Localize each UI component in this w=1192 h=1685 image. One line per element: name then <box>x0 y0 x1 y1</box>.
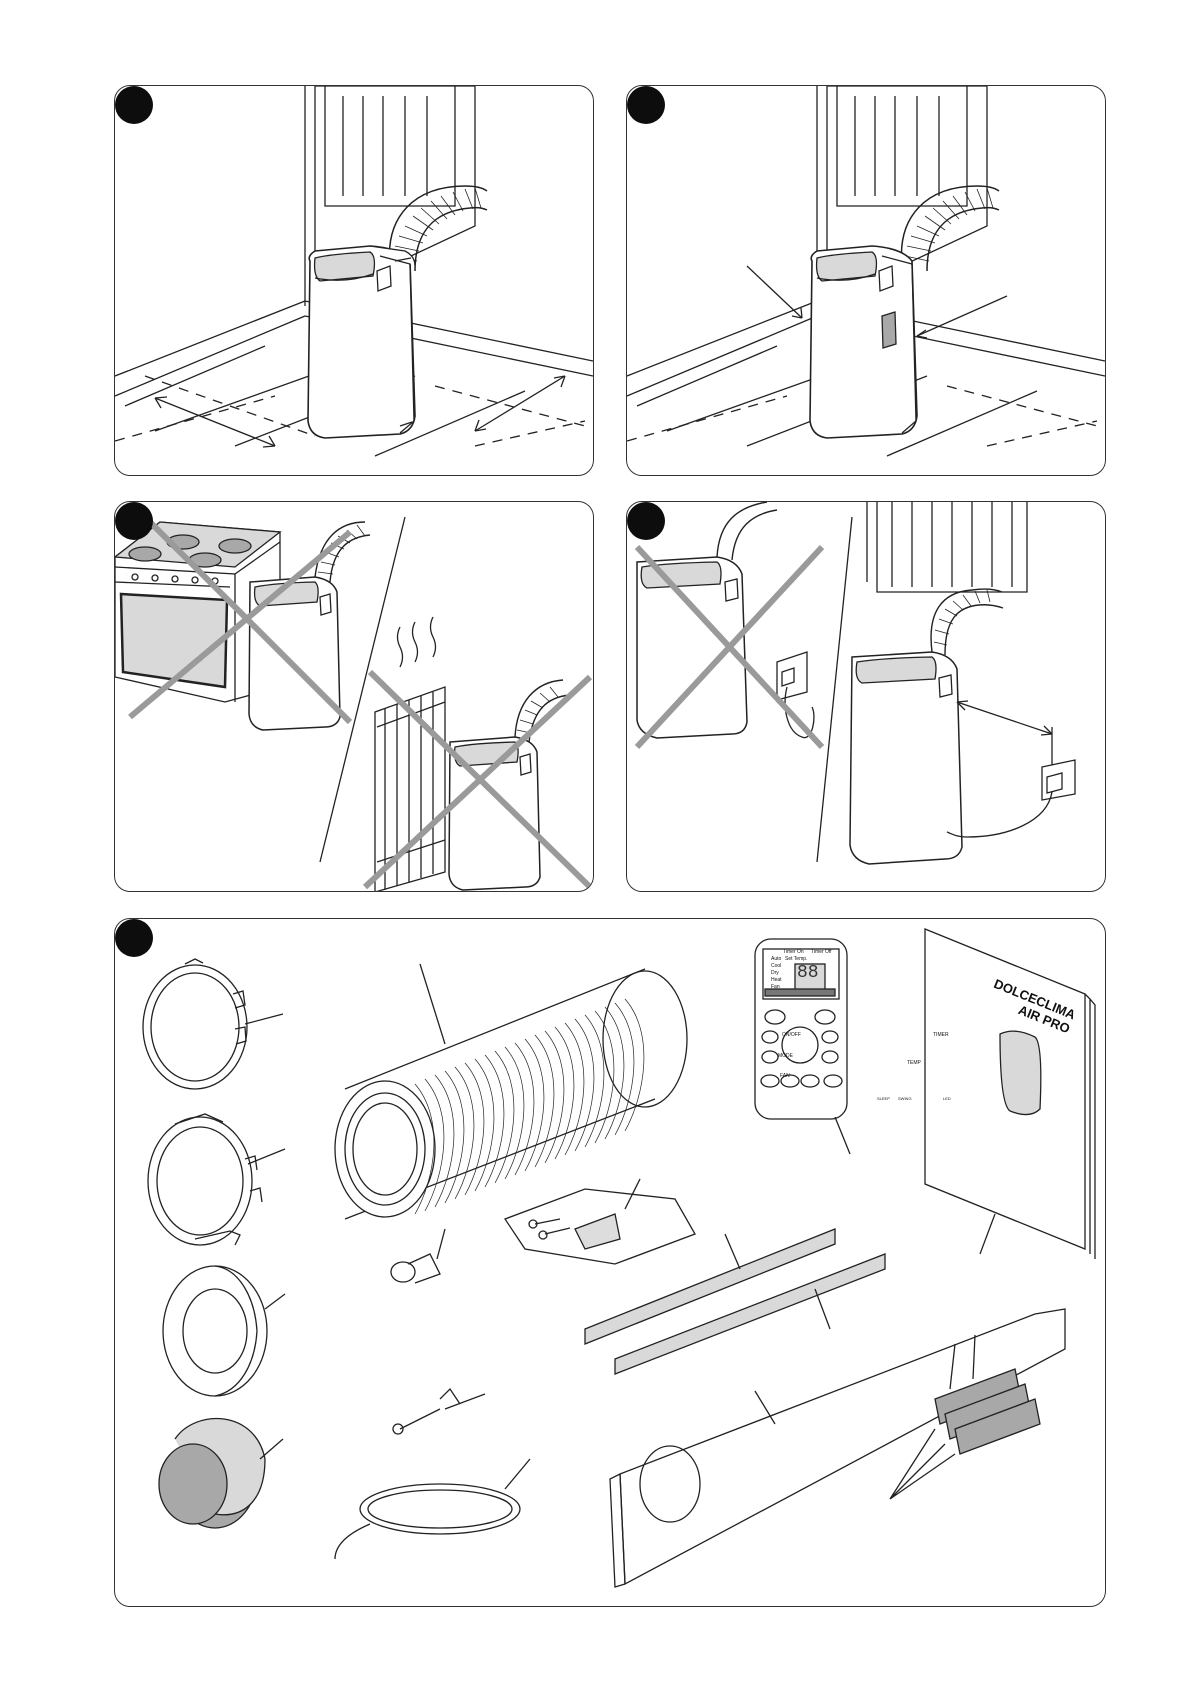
remote-cool-label: Cool <box>771 963 781 969</box>
screw-bag <box>505 1189 695 1264</box>
figure-panel-2 <box>626 85 1106 476</box>
step-number-badge <box>115 502 153 540</box>
remote-swing-button[interactable]: SWING <box>898 1096 912 1101</box>
accessories-drawing <box>115 919 1105 1606</box>
figure-panel-3 <box>114 501 594 892</box>
remote-timer-off-label: Timer Off <box>811 949 832 955</box>
power-socket-distance-drawing <box>627 502 1105 891</box>
step-number-badge <box>115 919 153 957</box>
remote-fan-button[interactable]: FAN <box>780 1073 790 1079</box>
exhaust-hose <box>335 969 687 1219</box>
step-number-badge <box>627 86 665 124</box>
remote-auto-label: Auto <box>771 956 781 962</box>
window-kit-panel <box>610 1309 1065 1587</box>
remote-temp-button[interactable]: TEMP <box>907 1060 921 1066</box>
remote-set-temp-label: Set Temp. <box>785 956 807 962</box>
hose-flange <box>163 1266 267 1396</box>
remote-on-off-button[interactable]: ON/OFF <box>782 1032 801 1038</box>
step-number-badge <box>115 86 153 124</box>
air-conditioner-label-drawing <box>627 86 1105 475</box>
drain-tube <box>335 1484 520 1559</box>
remote-display: Timer On Timer Off Auto Set Temp. Cool D… <box>765 947 845 1017</box>
remote-fan-label: Fan <box>771 984 780 990</box>
remote-mode-button[interactable]: MODE <box>778 1053 793 1059</box>
window-adapter-ring <box>143 965 247 1089</box>
remote-led-button[interactable]: LED <box>943 1096 951 1101</box>
remote-temperature-display: 88 <box>797 963 819 983</box>
remote-sleep-button[interactable]: SLEEP <box>877 1096 890 1101</box>
air-conditioner-clearance-drawing <box>115 86 593 475</box>
stopper-plug <box>391 1254 440 1283</box>
figure-panel-4 <box>626 501 1106 892</box>
figure-panel-5: Timer On Timer Off Auto Set Temp. Cool D… <box>114 918 1106 1607</box>
step-number-badge <box>627 502 665 540</box>
remote-timer-on-label: Timer On <box>783 949 804 955</box>
remote-heat-label: Heat <box>771 977 782 983</box>
user-manual <box>925 929 1095 1259</box>
remote-dry-label: Dry <box>771 970 779 976</box>
remote-timer-button[interactable]: TIMER <box>933 1032 949 1038</box>
figure-panel-1 <box>114 85 594 476</box>
avoid-heat-sources-drawing <box>115 502 593 891</box>
window-adapter-clip-ring <box>148 1117 252 1245</box>
